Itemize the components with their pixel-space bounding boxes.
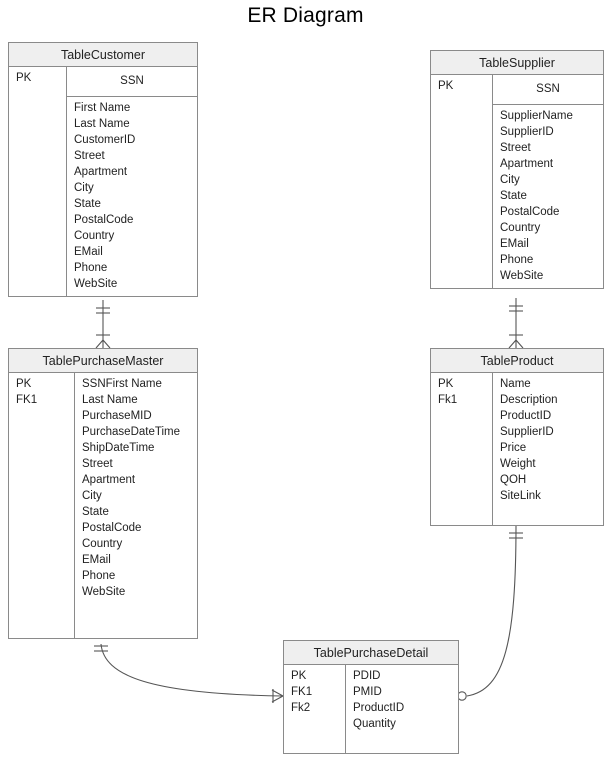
key-column-product: PK Fk1 [431, 373, 493, 525]
entity-title-product: TableProduct [431, 349, 603, 373]
attribute-row: Street [500, 142, 531, 154]
key-label: PK [16, 72, 32, 84]
attribute-row: Phone [74, 262, 108, 274]
attribute-row: Street [74, 150, 105, 162]
connector-purchasemaster-purchasedetail [94, 643, 284, 703]
key-label: FK1 [291, 686, 313, 698]
page-title: ER Diagram [247, 4, 364, 27]
attribute-row: CustomerID [74, 134, 136, 146]
entity-title-supplier: TableSupplier [431, 51, 603, 75]
attribute-row: SupplierName [500, 110, 573, 122]
attribute-row: Country [74, 230, 115, 242]
attribute-row: PurchaseMID [82, 410, 152, 422]
key-label: PK [438, 80, 454, 92]
attribute-row: SupplierID [500, 126, 554, 138]
attribute-row: Apartment [82, 474, 136, 486]
attribute-list-product: Name Description ProductID SupplierID Pr… [493, 373, 603, 508]
entity-body-purchase-detail: PK FK1 Fk2 PDID PMID ProductID Quantity [284, 665, 458, 753]
connector-supplier-product [508, 298, 524, 349]
entity-table-product[interactable]: TableProduct PK Fk1 Name Description Pro… [430, 348, 604, 526]
key-label: PK [16, 378, 32, 390]
attribute-row: Price [500, 442, 527, 454]
attribute-list-purchase-master: SSNFirst Name Last Name PurchaseMID Purc… [75, 373, 197, 604]
attribute-row: WebSite [74, 278, 118, 290]
attribute-row: PurchaseDateTime [82, 426, 181, 438]
field-column-purchase-detail: PDID PMID ProductID Quantity [346, 665, 458, 753]
field-column-product: Name Description ProductID SupplierID Pr… [493, 373, 603, 525]
primary-key-field-customer: SSN [67, 67, 197, 97]
attribute-row: Name [500, 378, 531, 390]
entity-table-purchase-master[interactable]: TablePurchaseMaster PK FK1 SSNFirst Name… [8, 348, 198, 639]
attribute-row: PostalCode [500, 206, 560, 218]
attribute-row: State [82, 506, 109, 518]
entity-body-customer: PK SSN First Name Last Name CustomerID S… [9, 67, 197, 296]
entity-body-supplier: PK SSN SupplierName SupplierID Street Ap… [431, 75, 603, 288]
attribute-row: Country [82, 538, 123, 550]
attribute-row: PostalCode [74, 214, 134, 226]
field-column-purchase-master: SSNFirst Name Last Name PurchaseMID Purc… [75, 373, 197, 638]
attribute-row: ProductID [353, 702, 405, 714]
attribute-row: Phone [82, 570, 116, 582]
attribute-row: City [500, 174, 520, 186]
attribute-row: SiteLink [500, 490, 541, 502]
attribute-row: Phone [500, 254, 534, 266]
attribute-row: Description [500, 394, 558, 406]
attribute-row: EMail [74, 246, 103, 258]
entity-title-purchase-master: TablePurchaseMaster [9, 349, 197, 373]
entity-body-purchase-master: PK FK1 SSNFirst Name Last Name PurchaseM… [9, 373, 197, 638]
attribute-list-supplier: SupplierName SupplierID Street Apartment… [493, 105, 603, 288]
key-label: PK [291, 670, 307, 682]
key-label: FK1 [16, 394, 38, 406]
attribute-row: EMail [82, 554, 111, 566]
attribute-row: SSNFirst Name [82, 378, 162, 390]
attribute-row: Weight [500, 458, 536, 470]
entity-table-supplier[interactable]: TableSupplier PK SSN SupplierName Suppli… [430, 50, 604, 289]
entity-title-customer: TableCustomer [9, 43, 197, 67]
attribute-row: Quantity [353, 718, 396, 730]
attribute-row: City [82, 490, 102, 502]
attribute-row: WebSite [500, 270, 544, 282]
attribute-row: Country [500, 222, 541, 234]
attribute-row: Street [82, 458, 113, 470]
key-column-supplier: PK [431, 75, 493, 288]
key-label: Fk1 [438, 394, 458, 406]
attribute-row: Last Name [82, 394, 138, 406]
attribute-list-customer: First Name Last Name CustomerID Street A… [67, 97, 197, 296]
entity-table-purchase-detail[interactable]: TablePurchaseDetail PK FK1 Fk2 PDID PMID… [283, 640, 459, 754]
attribute-list-purchase-detail: PDID PMID ProductID Quantity [346, 665, 458, 736]
field-column-customer: SSN First Name Last Name CustomerID Stre… [67, 67, 197, 296]
primary-key-field-supplier: SSN [493, 75, 603, 105]
attribute-row: Apartment [74, 166, 128, 178]
attribute-row: EMail [500, 238, 529, 250]
attribute-row: Last Name [74, 118, 130, 130]
attribute-row: State [74, 198, 101, 210]
attribute-row: QOH [500, 474, 527, 486]
entity-table-customer[interactable]: TableCustomer PK SSN First Name Last Nam… [8, 42, 198, 297]
key-label: Fk2 [291, 702, 311, 714]
key-column-purchase-master: PK FK1 [9, 373, 75, 638]
attribute-row: ShipDateTime [82, 442, 155, 454]
key-column-customer: PK [9, 67, 67, 296]
attribute-row: PMID [353, 686, 382, 698]
attribute-row: SupplierID [500, 426, 554, 438]
connector-customer-purchasemaster [95, 300, 111, 349]
attribute-row: PostalCode [82, 522, 142, 534]
attribute-row: First Name [74, 102, 131, 114]
field-column-supplier: SSN SupplierName SupplierID Street Apart… [493, 75, 603, 288]
attribute-row: City [74, 182, 94, 194]
entity-title-purchase-detail: TablePurchaseDetail [284, 641, 458, 665]
key-column-purchase-detail: PK FK1 Fk2 [284, 665, 346, 753]
attribute-row: State [500, 190, 527, 202]
attribute-row: Apartment [500, 158, 554, 170]
key-label: PK [438, 378, 454, 390]
entity-body-product: PK Fk1 Name Description ProductID Suppli… [431, 373, 603, 525]
attribute-row: PDID [353, 670, 381, 682]
attribute-row: ProductID [500, 410, 552, 422]
attribute-row: WebSite [82, 586, 126, 598]
